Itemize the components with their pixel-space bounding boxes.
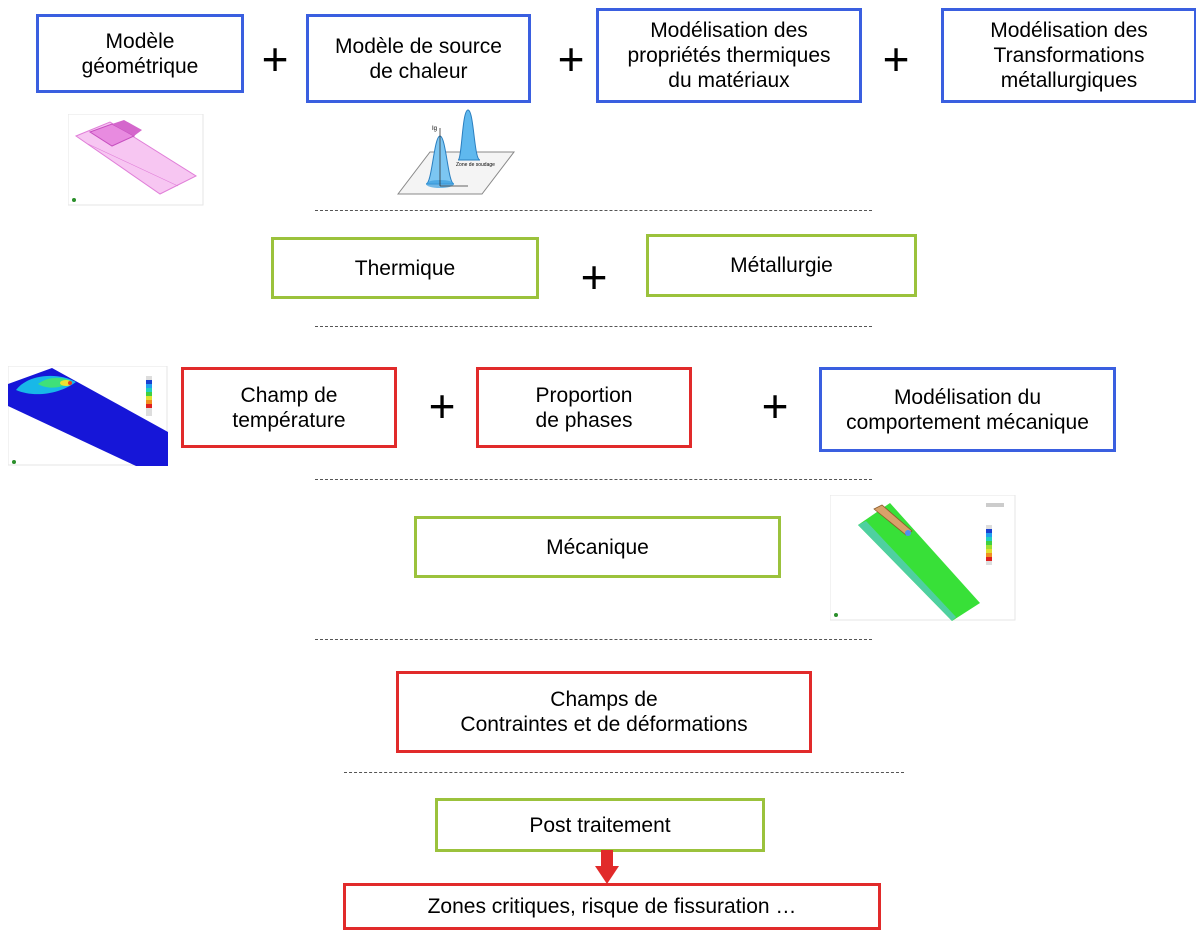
champs-contraintes-box: Champs de Contraintes et de déformations <box>396 671 812 753</box>
dashed-separator <box>315 326 872 327</box>
geometric-model-image <box>68 114 204 206</box>
down-arrow-icon <box>595 850 619 884</box>
mecanique-box: Mécanique <box>414 516 781 578</box>
dashed-separator <box>315 210 872 211</box>
comportement-mecanique-box: Modélisation du comportement mécanique <box>819 367 1116 452</box>
dashed-separator <box>315 639 872 640</box>
plus-sign: + <box>557 33 585 85</box>
plus-sign: + <box>761 380 789 432</box>
thermique-box: Thermique <box>271 237 539 299</box>
temperature-field-image <box>8 366 168 466</box>
heat-source-zone-label: Zone de soudage <box>456 162 495 168</box>
plus-sign: + <box>882 33 910 85</box>
post-traitement-box: Post traitement <box>435 798 765 852</box>
champ-temperature-box: Champ de température <box>181 367 397 448</box>
dashed-separator <box>344 772 904 773</box>
heat-source-image: Ig Zone de soudage <box>396 109 516 195</box>
heat-source-axis-label: Ig <box>432 126 437 132</box>
modele-geometrique-box: Modèle géométrique <box>36 14 244 93</box>
metallurgie-box: Métallurgie <box>646 234 917 297</box>
transformations-metallurgiques-box: Modélisation des Transformations métallu… <box>941 8 1196 103</box>
dashed-separator <box>315 479 872 480</box>
plus-sign: + <box>580 251 608 303</box>
plus-sign: + <box>428 380 456 432</box>
source-chaleur-box: Modèle de source de chaleur <box>306 14 531 103</box>
proportion-phases-box: Proportion de phases <box>476 367 692 448</box>
proprietes-thermiques-box: Modélisation des propriétés thermiques d… <box>596 8 862 103</box>
zones-critiques-box: Zones critiques, risque de fissuration … <box>343 883 881 930</box>
mechanical-result-image <box>830 495 1016 621</box>
plus-sign: + <box>261 33 289 85</box>
